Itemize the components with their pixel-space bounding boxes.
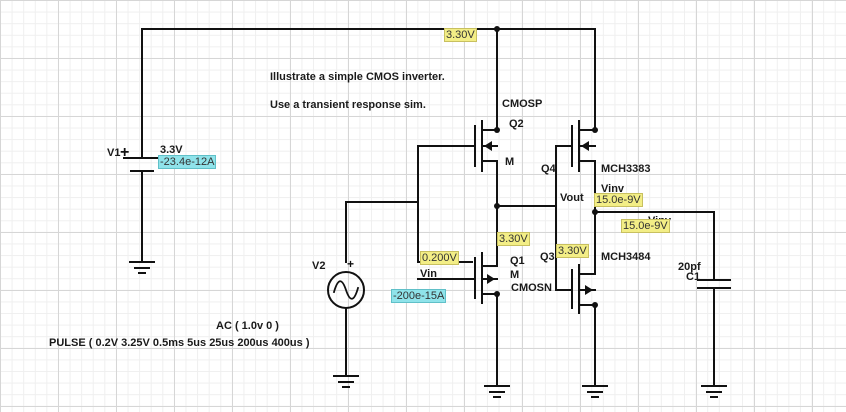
junction-dot xyxy=(494,127,500,133)
q4-gate-wire[interactable] xyxy=(555,145,573,291)
v2-ac-spec: AC ( 1.0v 0 ) xyxy=(216,320,279,332)
junction-dot xyxy=(494,26,500,32)
vdd-voltage-probe[interactable]: 3.30V xyxy=(444,28,477,42)
q4-model-label: MCH3383 xyxy=(601,163,651,175)
vin-wire[interactable] xyxy=(345,201,419,263)
q2-type-label: M xyxy=(505,156,515,168)
q2-body xyxy=(481,129,498,207)
v2-plus-icon: + xyxy=(347,257,355,271)
c1-ref-label: C1 xyxy=(686,271,701,283)
junction-dot xyxy=(592,302,598,308)
junction-dot xyxy=(592,209,598,215)
q3-drain-voltage-probe[interactable]: 3.30V xyxy=(556,244,589,258)
v1-ref-label: V1 xyxy=(107,147,121,159)
q3-body xyxy=(578,211,596,387)
vinv-wire[interactable] xyxy=(594,211,715,281)
q1-body xyxy=(481,205,498,387)
v2-sine xyxy=(332,280,360,300)
q1-type-label: M xyxy=(510,269,520,281)
junction-dot xyxy=(494,291,500,297)
q1-model-label: CMOSN xyxy=(511,282,552,294)
v2-pulse-spec: PULSE ( 0.2V 3.25V 0.5ms 5us 25us 200us … xyxy=(49,337,310,349)
junction-dot xyxy=(592,127,598,133)
q2-gate-wire[interactable] xyxy=(417,145,476,263)
q3-model-label: MCH3484 xyxy=(601,251,651,263)
note-line-2: Use a transient response sim. xyxy=(270,99,426,111)
vin-voltage-probe[interactable]: 0.200V xyxy=(420,251,459,265)
v1-plus-icon: + xyxy=(120,144,130,161)
note-line-1: Illustrate a simple CMOS inverter. xyxy=(270,71,445,83)
q2-model-label: CMOSP xyxy=(502,98,543,110)
junction-dot xyxy=(494,203,500,209)
q1-drain-voltage-probe[interactable]: 3.30V xyxy=(497,232,530,246)
q3-arrow-icon xyxy=(585,285,593,295)
vinv-net-label-1: Vinv xyxy=(601,183,625,195)
v2-current-probe[interactable]: -200e-15A xyxy=(391,289,447,303)
q3-ref-label: Q3 xyxy=(540,251,555,263)
q2-ref-label: Q2 xyxy=(509,118,524,130)
q1-arrow-icon xyxy=(487,274,495,284)
vout-net-label: Vout xyxy=(560,192,584,204)
c1-value-label: 20pf xyxy=(678,261,701,273)
q2-arrow-icon xyxy=(484,141,492,151)
v1-current-probe[interactable]: -23.4e-12A xyxy=(158,155,217,169)
q4-arrow-icon xyxy=(581,141,589,151)
v1-value-label: 3.3V xyxy=(160,144,183,156)
v2-ref-label: V2 xyxy=(312,260,326,272)
vinv-voltage-probe-2[interactable]: 15.0e-9V xyxy=(621,219,670,233)
vinv-voltage-probe-1[interactable]: 15.0e-9V xyxy=(594,193,643,207)
q4-ref-label: Q4 xyxy=(541,163,556,175)
q1-ref-label: Q1 xyxy=(510,255,525,267)
vin-net-label: Vin xyxy=(420,268,437,280)
